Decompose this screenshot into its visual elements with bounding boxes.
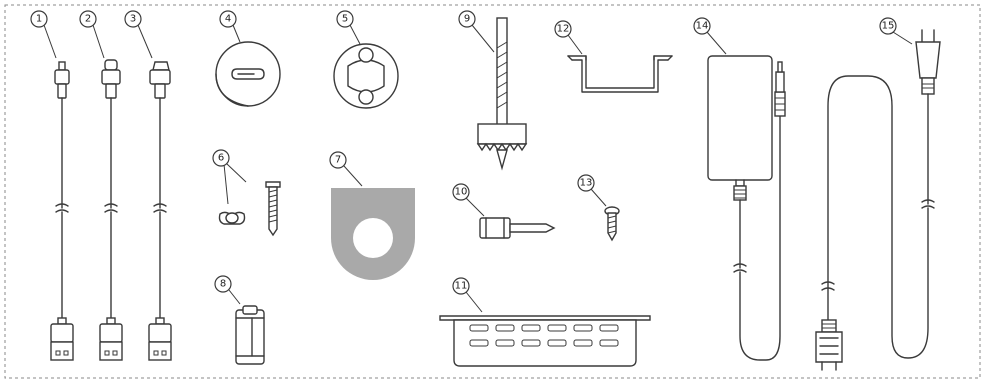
part-1-usb-cable-lightning (50, 61, 74, 361)
callout-7: 7 (329, 151, 347, 169)
callout-11: 11 (452, 277, 470, 295)
callout-8-label: 8 (220, 279, 226, 290)
callout-9: 9 (458, 10, 476, 28)
part-7-grey-plate (331, 188, 415, 280)
callout-5: 5 (336, 10, 354, 28)
part-14-power-adapter (707, 55, 786, 361)
callout-6: 6 (212, 149, 230, 167)
callout-2: 2 (79, 10, 97, 28)
part-3-usb-cable-micro (148, 61, 172, 361)
callout-11-label: 11 (455, 281, 468, 292)
callout-3: 3 (124, 10, 142, 28)
callout-15-label: 15 (882, 21, 895, 32)
callout-10-label: 10 (455, 187, 468, 198)
callout-12: 12 (554, 20, 572, 38)
part-11-slotted-shelf (439, 315, 651, 367)
part-2-usb-cable-usbc (99, 59, 123, 361)
callout-1-label: 1 (36, 14, 42, 25)
callout-8: 8 (214, 275, 232, 293)
part-5-mounting-disc (333, 43, 399, 109)
callout-12-label: 12 (557, 24, 570, 35)
callout-1: 1 (30, 10, 48, 28)
part-13-screw (604, 206, 620, 242)
callout-15: 15 (879, 17, 897, 35)
part-6-wing-nut-and-bolt (218, 181, 281, 237)
callout-14-label: 14 (696, 21, 709, 32)
part-10-connector-probe (479, 217, 556, 239)
part-12-u-bracket (567, 55, 673, 93)
callout-4-label: 4 (225, 14, 231, 25)
callout-2-label: 2 (85, 14, 91, 25)
part-9-hole-saw (476, 17, 528, 171)
shelf-slots (469, 324, 619, 347)
callout-13: 13 (577, 174, 595, 192)
callout-5-label: 5 (342, 14, 348, 25)
callout-7-label: 7 (335, 155, 341, 166)
callout-10: 10 (452, 183, 470, 201)
callout-3-label: 3 (130, 14, 136, 25)
callout-14: 14 (693, 17, 711, 35)
part-4-round-cap (215, 41, 281, 107)
part-15-power-cord (815, 29, 941, 371)
dashed-frame (4, 4, 981, 379)
callout-4: 4 (219, 10, 237, 28)
callout-13-label: 13 (580, 178, 593, 189)
callout-9-label: 9 (464, 14, 470, 25)
callout-6-label: 6 (218, 153, 224, 164)
leader-lines (43, 24, 913, 313)
part-8-spacer (235, 305, 265, 365)
